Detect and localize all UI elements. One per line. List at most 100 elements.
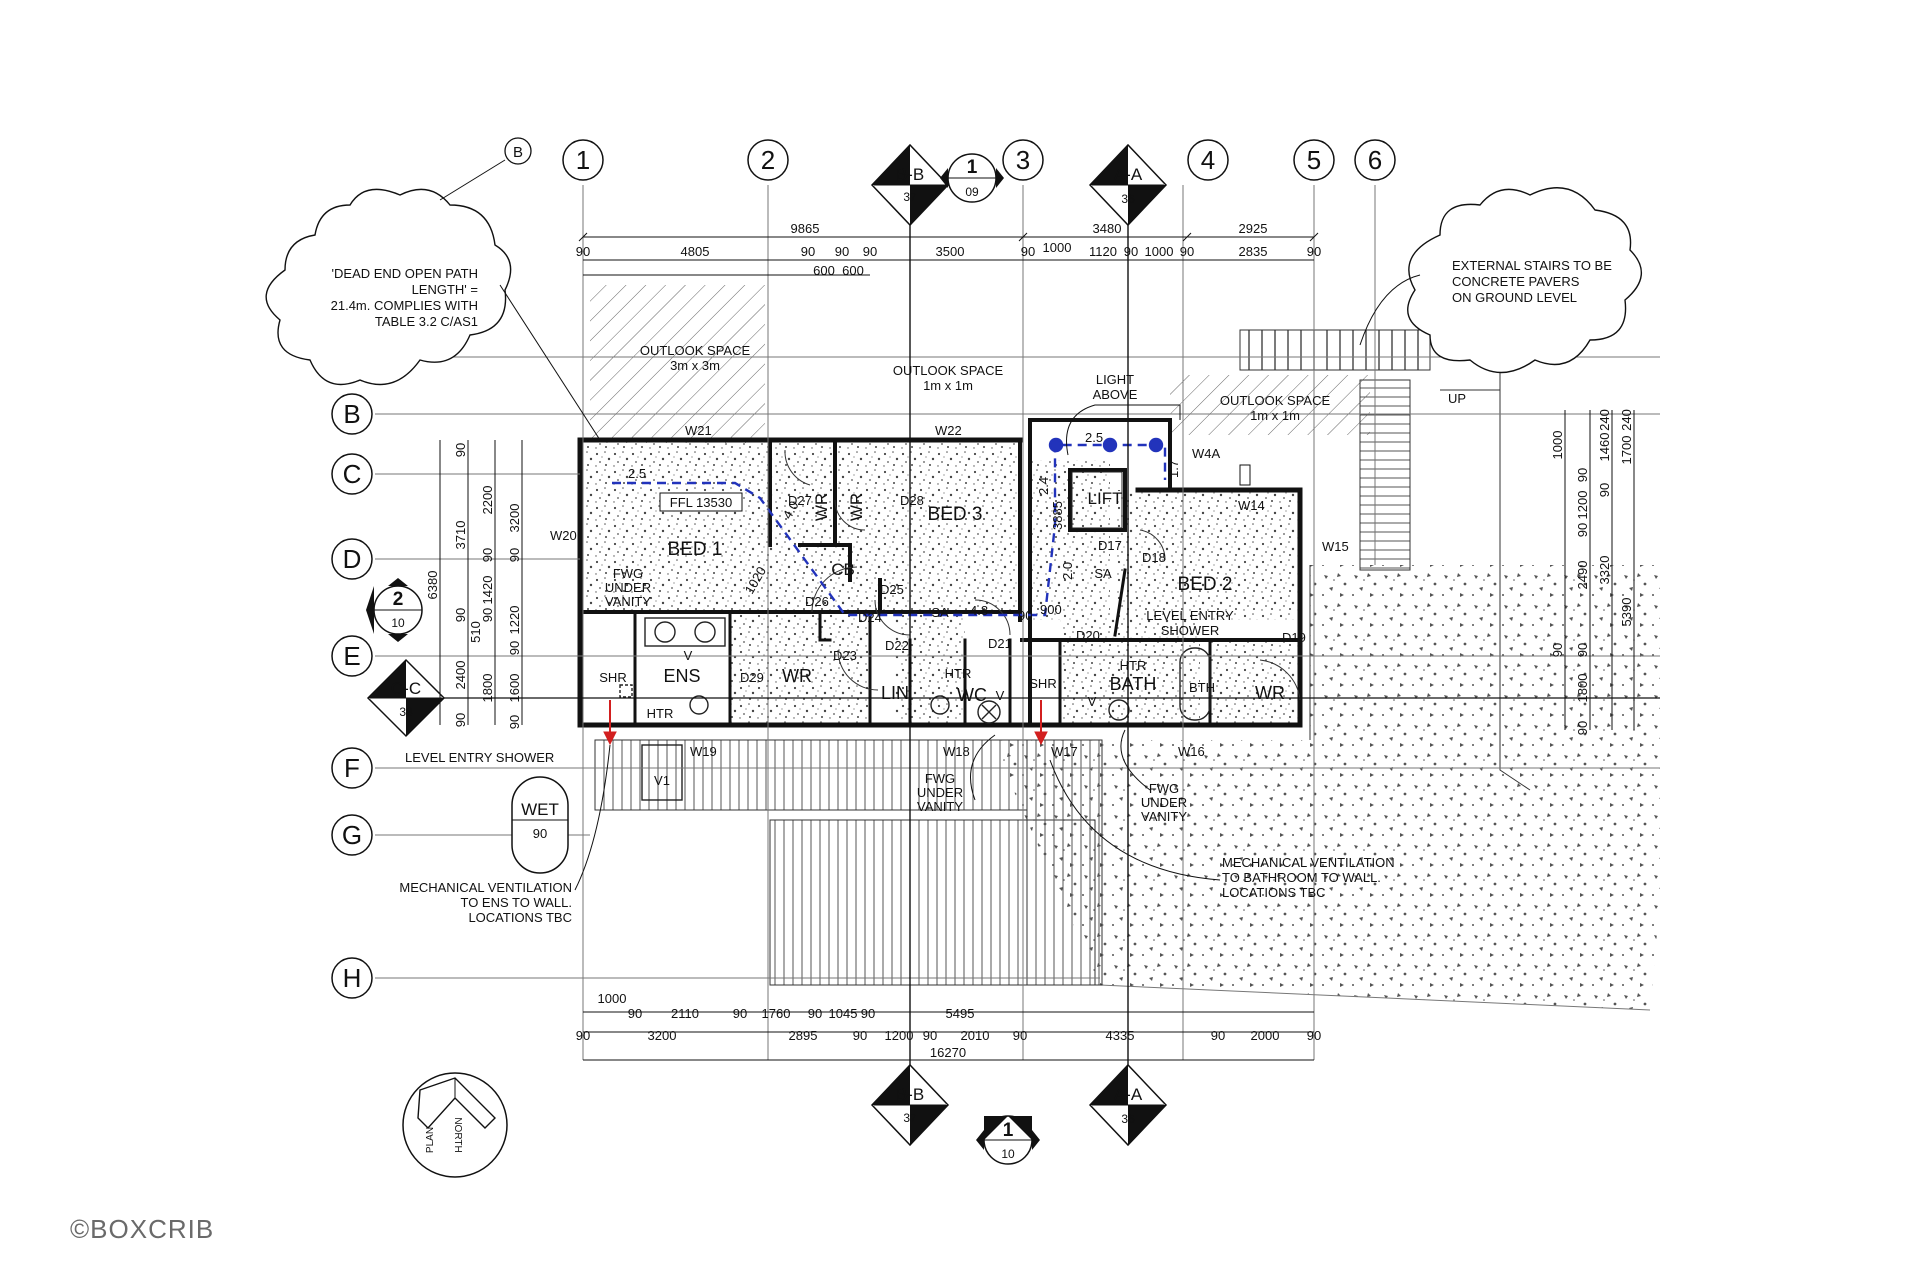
svg-text:90: 90 bbox=[863, 244, 877, 259]
svg-text:W18: W18 bbox=[943, 744, 970, 759]
svg-text:B: B bbox=[343, 399, 360, 429]
svg-text:2.5: 2.5 bbox=[1085, 430, 1103, 445]
grid-bubble-G: G bbox=[331, 814, 373, 856]
svg-text:90: 90 bbox=[480, 548, 495, 562]
svg-text:VANITY: VANITY bbox=[917, 799, 963, 814]
svg-text:LIGHT: LIGHT bbox=[1096, 372, 1134, 387]
revision-cloud-stairs: EXTERNAL STAIRS TO BE CONCRETE PAVERS ON… bbox=[1359, 187, 1643, 374]
svg-text:FWG: FWG bbox=[1149, 781, 1179, 796]
svg-text:LEVEL ENTRY SHOWER: LEVEL ENTRY SHOWER bbox=[405, 750, 554, 765]
room-bed2: BED 2 bbox=[1178, 574, 1233, 595]
svg-text:16270: 16270 bbox=[930, 1045, 966, 1060]
svg-text:240: 240 bbox=[1619, 409, 1634, 431]
svg-text:TABLE 3.2 C/AS1: TABLE 3.2 C/AS1 bbox=[375, 314, 478, 329]
svg-text:3: 3 bbox=[1016, 145, 1030, 175]
svg-text:90: 90 bbox=[507, 715, 522, 729]
svg-text:'DEAD END OPEN PATH: 'DEAD END OPEN PATH bbox=[332, 266, 478, 281]
svg-text:FWG: FWG bbox=[925, 771, 955, 786]
door-labels: D17 D18 D19 D20 D21 D22 D23 D24 D25 D26 … bbox=[740, 493, 1306, 685]
grid-bubble-H: H bbox=[331, 957, 373, 999]
room-bed3: BED 3 bbox=[928, 504, 983, 525]
svg-text:D24: D24 bbox=[858, 610, 882, 625]
dimensions-left: 90 2200 3710 90 3200 90 6380 1420 90 122… bbox=[425, 440, 523, 729]
svg-text:90: 90 bbox=[1307, 244, 1321, 259]
room-wr-1: WR bbox=[782, 666, 812, 686]
svg-text:UNDER: UNDER bbox=[917, 785, 963, 800]
shower-fall-arrows bbox=[603, 700, 1048, 746]
svg-text:1: 1 bbox=[576, 145, 590, 175]
svg-text:VANITY: VANITY bbox=[605, 594, 651, 609]
svg-text:1: 1 bbox=[1003, 1120, 1014, 1141]
escape-path bbox=[612, 437, 1167, 617]
svg-text:1800: 1800 bbox=[480, 674, 495, 703]
revision-cloud-dead-end: 'DEAD END OPEN PATH LENGTH' = 21.4m. COM… bbox=[265, 137, 601, 441]
svg-text:240: 240 bbox=[1597, 409, 1612, 431]
svg-text:OUTLOOK SPACE: OUTLOOK SPACE bbox=[1220, 393, 1331, 408]
svg-text:D20: D20 bbox=[1076, 628, 1100, 643]
svg-text:W22: W22 bbox=[935, 423, 962, 438]
svg-text:W17: W17 bbox=[1051, 744, 1078, 759]
svg-text:90: 90 bbox=[628, 1006, 642, 1021]
svg-text:C: C bbox=[343, 459, 362, 489]
up-label: UP bbox=[1448, 391, 1466, 406]
svg-text:38: 38 bbox=[399, 705, 413, 719]
room-lin: LIN bbox=[881, 683, 909, 703]
svg-text:90: 90 bbox=[733, 1006, 747, 1021]
svg-text:A-A: A-A bbox=[1114, 1085, 1143, 1104]
svg-text:90: 90 bbox=[923, 1028, 937, 1043]
svg-text:E: E bbox=[343, 641, 360, 671]
svg-text:4.8: 4.8 bbox=[970, 603, 988, 618]
svg-text:510: 510 bbox=[468, 621, 483, 643]
revision-tag: B bbox=[513, 144, 523, 161]
svg-text:2110: 2110 bbox=[671, 1006, 699, 1021]
svg-text:5: 5 bbox=[1307, 145, 1321, 175]
svg-text:A-A: A-A bbox=[1114, 165, 1143, 184]
svg-text:2: 2 bbox=[393, 589, 404, 610]
svg-text:90: 90 bbox=[1180, 244, 1194, 259]
svg-text:SA: SA bbox=[1094, 566, 1112, 581]
outlook-hatch bbox=[590, 285, 1370, 445]
dimensions-top: 9865 3480 2925 90 4805 90 90 90 3500 90 … bbox=[576, 221, 1321, 278]
svg-text:3480: 3480 bbox=[1093, 221, 1122, 236]
svg-text:V: V bbox=[684, 648, 693, 663]
svg-text:W21: W21 bbox=[685, 423, 712, 438]
svg-text:D18: D18 bbox=[1142, 550, 1166, 565]
svg-text:OUTLOOK SPACE: OUTLOOK SPACE bbox=[893, 363, 1004, 378]
grid-bubble-B: B bbox=[331, 393, 373, 435]
svg-text:ABOVE: ABOVE bbox=[1093, 387, 1138, 402]
grid-bubble-C: C bbox=[331, 453, 373, 495]
svg-text:2010: 2010 bbox=[961, 1028, 990, 1043]
grid-bubble-E: E bbox=[331, 635, 373, 677]
elevation-marker-bottom: 1 10 bbox=[976, 1115, 1040, 1165]
svg-text:D: D bbox=[343, 544, 362, 574]
svg-text:B-B: B-B bbox=[896, 165, 924, 184]
svg-text:HTR: HTR bbox=[1120, 658, 1147, 673]
section-marker-cc: C-C 38 bbox=[366, 658, 446, 738]
section-marker-bb-top: B-B 37 bbox=[870, 143, 950, 227]
annotations: OUTLOOK SPACE 3m x 3m OUTLOOK SPACE 1m x… bbox=[399, 343, 1394, 925]
svg-text:VANITY: VANITY bbox=[1141, 809, 1187, 824]
svg-text:90: 90 bbox=[1307, 1028, 1321, 1043]
svg-text:D22: D22 bbox=[885, 638, 909, 653]
svg-text:2400: 2400 bbox=[453, 661, 468, 690]
svg-text:D27: D27 bbox=[788, 493, 812, 508]
svg-text:W4A: W4A bbox=[1192, 446, 1221, 461]
svg-text:3m x 3m: 3m x 3m bbox=[670, 358, 720, 373]
svg-text:W15: W15 bbox=[1322, 539, 1349, 554]
external-stairs: UP bbox=[1239, 329, 1531, 791]
svg-text:FWG: FWG bbox=[613, 566, 643, 581]
svg-text:LEVEL ENTRY: LEVEL ENTRY bbox=[1146, 608, 1234, 623]
svg-text:V: V bbox=[996, 688, 1005, 703]
grid-bubble-1: 1 bbox=[562, 139, 604, 181]
svg-text:W16: W16 bbox=[1178, 744, 1205, 759]
svg-text:1m x 1m: 1m x 1m bbox=[923, 378, 973, 393]
svg-text:9865: 9865 bbox=[791, 221, 820, 236]
svg-text:1000: 1000 bbox=[1043, 240, 1072, 255]
svg-text:36: 36 bbox=[1121, 192, 1135, 206]
elevation-marker-left: 2 10 bbox=[366, 578, 423, 642]
svg-text:90: 90 bbox=[1575, 643, 1590, 657]
svg-text:C-C: C-C bbox=[391, 679, 421, 698]
svg-text:LOCATIONS TBC: LOCATIONS TBC bbox=[468, 910, 572, 925]
svg-text:CONCRETE PAVERS: CONCRETE PAVERS bbox=[1452, 274, 1580, 289]
grid-bubble-F: F bbox=[331, 747, 373, 789]
